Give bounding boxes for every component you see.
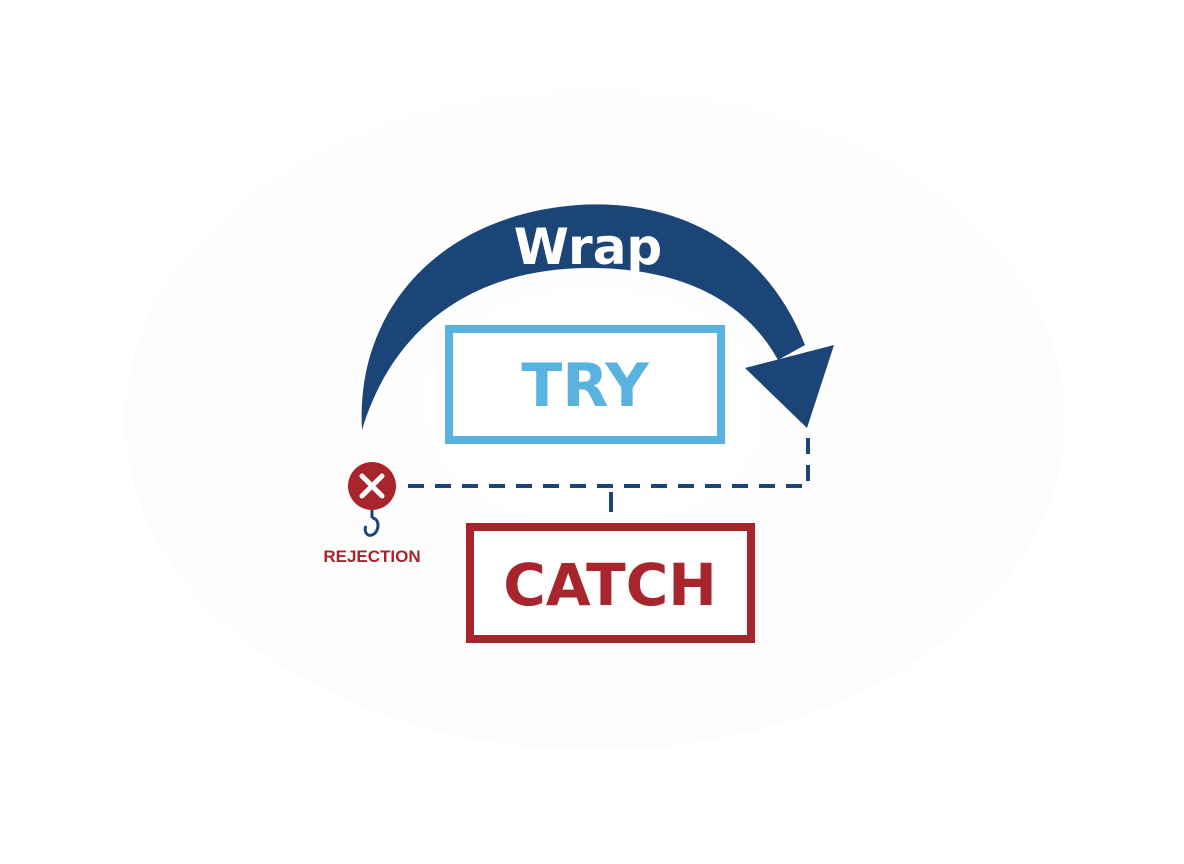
- try-box: [445, 325, 725, 444]
- try-label: TRY: [521, 351, 650, 421]
- catch-label: CATCH: [503, 551, 717, 619]
- x-circle-icon: [348, 462, 396, 510]
- wrap-arrowhead: [745, 345, 834, 428]
- hook-icon: [363, 510, 380, 537]
- catch-box: [466, 523, 755, 643]
- rejection-label: REJECTION: [323, 547, 420, 566]
- dashed-connector: [397, 438, 810, 488]
- wrap-arrow-band: [361, 204, 805, 430]
- wrap-label: Wrap: [514, 218, 662, 276]
